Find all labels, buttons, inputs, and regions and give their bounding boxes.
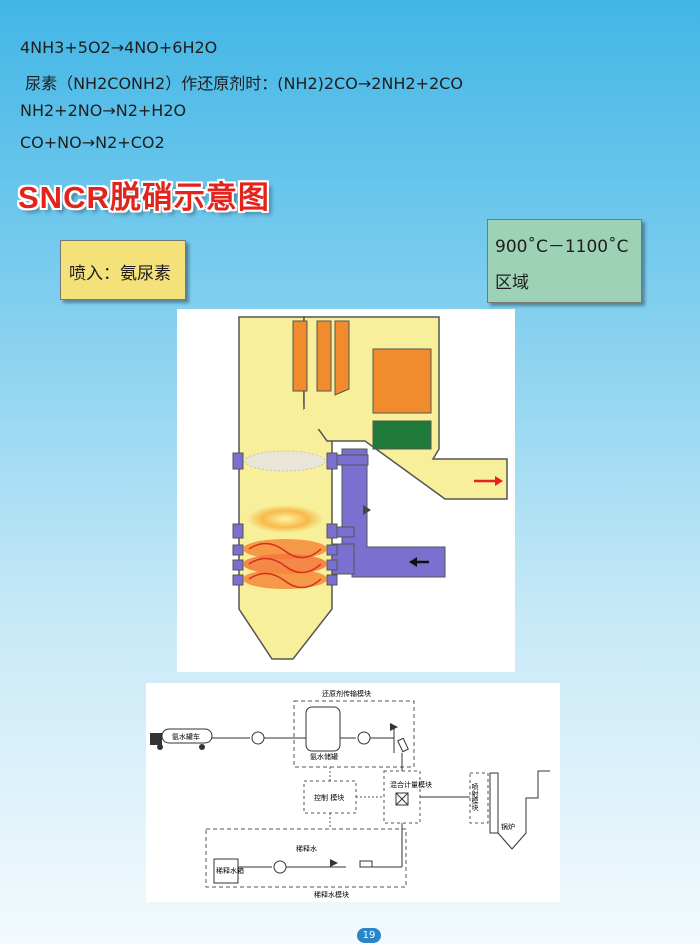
- injector-left-mid: [232, 523, 244, 539]
- truck-tank: [161, 728, 213, 744]
- ammonia-truck-label: 氨水罐车: [172, 732, 200, 741]
- injector-right-mid: [326, 523, 338, 539]
- pump-3: [273, 860, 287, 874]
- injector-right-l2: [326, 559, 338, 571]
- superheater-1: [292, 320, 308, 392]
- flowmeter-2: [359, 860, 373, 868]
- boiler-block: [489, 772, 499, 834]
- superheater-3: [334, 320, 350, 396]
- boiler-svg: [232, 316, 508, 660]
- temperature-zone-label: 区域: [495, 273, 529, 293]
- module-reductant-label: 还原剂传输模块: [322, 689, 371, 698]
- economizer-bank: [372, 420, 432, 450]
- page-title: SNCR脱硝示意图: [18, 180, 270, 215]
- injection-module-frame: [469, 772, 489, 824]
- equation-2: 尿素（NH2CONH2）作还原剂时：(NH2)2CO→2NH2+2CO: [20, 74, 463, 93]
- injector-right-top: [326, 452, 338, 470]
- injector-left-l1: [232, 544, 244, 556]
- injector-left-top: [232, 452, 244, 470]
- dilution-tank-label: 稀释水箱: [216, 866, 244, 875]
- dilution-module-label: 稀释水模块: [314, 890, 349, 899]
- inject-label: 喷入：氨尿素: [69, 264, 171, 284]
- flue-gap: [304, 409, 332, 429]
- flowmeter-1: [397, 737, 409, 753]
- inlet-arrow: [409, 557, 417, 567]
- dilution-tank: [213, 858, 239, 884]
- temperature-range: 900˚C－1100˚C: [495, 237, 629, 257]
- valve-icon: [363, 505, 371, 515]
- control-module-label: 控制 模块: [314, 793, 344, 802]
- reductant-module-frame: [293, 700, 415, 768]
- equation-3: NH2+2NO→N2+H2O: [20, 101, 187, 120]
- inject-label-box: 喷入：氨尿素: [60, 240, 186, 300]
- boiler-diagram: [177, 309, 515, 672]
- injector-right-l1: [326, 544, 338, 556]
- valve-2: [330, 859, 338, 867]
- spray-cloud: [244, 450, 326, 472]
- flame-upper: [247, 505, 323, 533]
- mixer-block: [395, 792, 409, 806]
- boiler-label: 锅炉: [501, 822, 515, 831]
- reheater-bank: [372, 348, 432, 414]
- mixing-meter-label: 混合计量模块: [390, 780, 432, 789]
- boiler-outline: [497, 770, 550, 850]
- dilution-water-label: 稀释水: [296, 844, 317, 853]
- equation-1: 4NH3+5O2→4NO+6H2O: [20, 38, 218, 57]
- injector-left-l3: [232, 574, 244, 586]
- page-number: 19: [357, 928, 381, 943]
- injector-left-l2: [232, 559, 244, 571]
- system-flow-diagram: 还原剂传输模块 氨水罐车 氨水储罐 混合计量模块 控制 模块 喷射模块: [146, 683, 560, 902]
- pump-2: [357, 731, 371, 745]
- temperature-zone-box: 900˚C－1100˚C 区域: [487, 219, 642, 303]
- injector-right-l3: [326, 574, 338, 586]
- ammonia-tank: [305, 706, 341, 752]
- flow-svg: 还原剂传输模块 氨水罐车 氨水储罐 混合计量模块 控制 模块 喷射模块: [150, 689, 550, 899]
- injection-module-label: 喷射模块: [471, 782, 479, 812]
- ammonia-tank-label: 氨水储罐: [310, 752, 338, 761]
- mixing-module-frame: [383, 770, 421, 824]
- equation-4: CO+NO→N2+CO2: [20, 133, 165, 152]
- dilution-module-frame: [205, 828, 407, 888]
- truck-cab: [150, 733, 162, 745]
- flame-3: [243, 569, 327, 589]
- pump-1: [251, 731, 265, 745]
- superheater-2: [316, 320, 332, 392]
- outlet-arrow: [495, 476, 503, 486]
